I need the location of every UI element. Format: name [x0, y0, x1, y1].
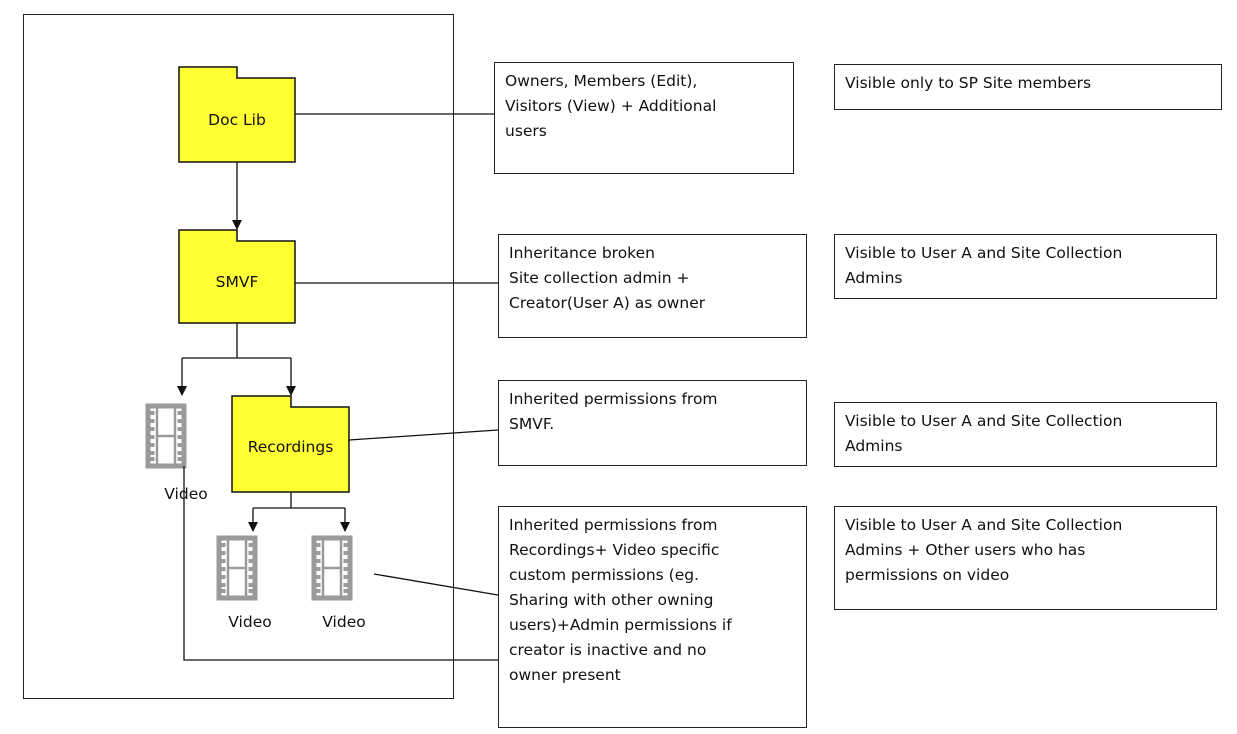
folder-icon — [231, 395, 350, 493]
permissions-box-recordings: Inherited permissions from SMVF. — [498, 380, 807, 466]
film-icon — [148, 406, 184, 466]
folder-icon — [178, 229, 296, 324]
film-icon — [219, 538, 255, 598]
visibility-box-recordings: Visible to User A and Site Collection Ad… — [834, 402, 1217, 467]
visibility-box-doclib: Visible only to SP Site members — [834, 64, 1222, 110]
permissions-box-video: Inherited permissions from Recordings+ V… — [498, 506, 807, 728]
hierarchy-container — [23, 14, 454, 699]
folder-label-smvf[interactable]: SMVF — [215, 273, 259, 291]
video-label-left[interactable]: Video — [164, 485, 208, 503]
video-label-a[interactable]: Video — [228, 613, 272, 631]
folder-label-recordings[interactable]: Recordings — [247, 438, 334, 456]
film-icon — [314, 538, 350, 598]
folder-icon — [178, 66, 296, 163]
video-label-b[interactable]: Video — [322, 613, 366, 631]
permissions-box-doclib: Owners, Members (Edit), Visitors (View) … — [494, 62, 794, 174]
permissions-box-smvf: Inheritance broken Site collection admin… — [498, 234, 807, 338]
visibility-box-video: Visible to User A and Site Collection Ad… — [834, 506, 1217, 610]
folder-label-doclib[interactable]: Doc Lib — [208, 111, 266, 129]
visibility-box-smvf: Visible to User A and Site Collection Ad… — [834, 234, 1217, 299]
